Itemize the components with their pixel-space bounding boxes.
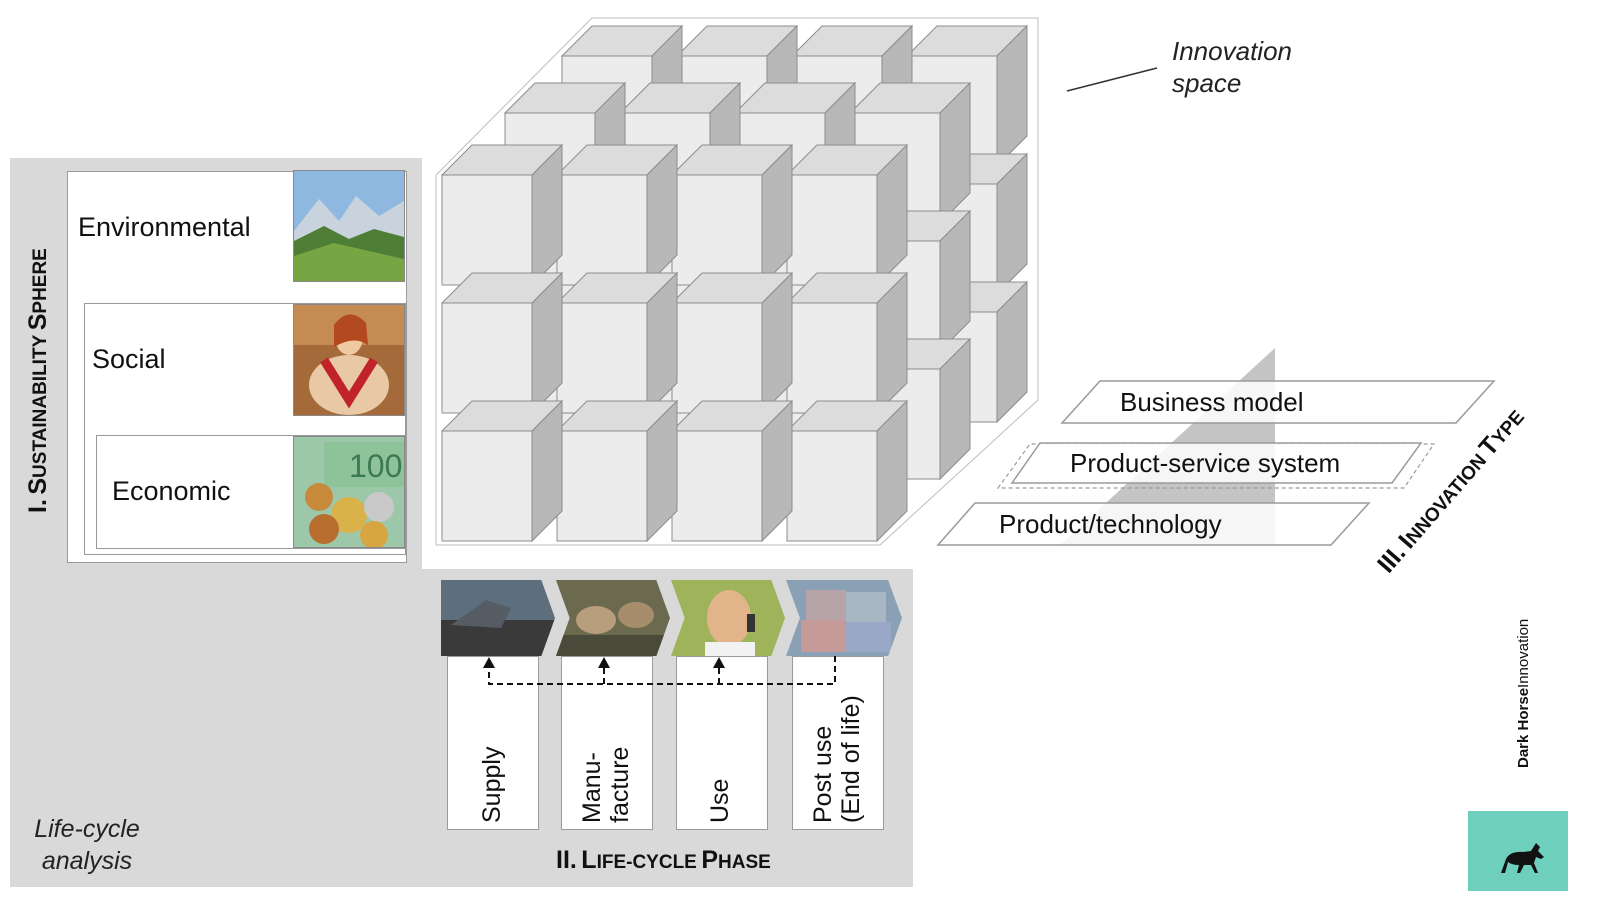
sphere-label-environmental: Environmental: [78, 212, 251, 242]
cube-cell-front: [671, 430, 763, 542]
cube-cell-front: [441, 174, 533, 286]
lifecycle-analysis-line2: analysis: [41, 847, 133, 875]
factory-workers-photo: [556, 580, 670, 656]
title-initial: L: [581, 846, 597, 874]
cartoon-figure-photo: [293, 304, 405, 416]
innovation-space-label-line1: Innovation: [1172, 36, 1292, 66]
plane-product-technology: [936, 502, 1371, 546]
title-initial: P: [701, 846, 718, 874]
sphere-label-social: Social: [92, 344, 166, 374]
cube-cell-front: [441, 430, 533, 542]
innovation-level-product-technology: Product/technology: [999, 509, 1222, 539]
cube-cell-front: [671, 302, 763, 414]
lifecycle-phase-title: II. LIFE-CYCLE PHASE: [556, 846, 771, 875]
cube-cell-front: [786, 430, 878, 542]
alpine-valley-photo: [293, 170, 405, 282]
brand-name-bold: Dark Horse: [1515, 687, 1532, 768]
cube-cell-front: [556, 174, 648, 286]
innovation-space-label: Innovation space: [1172, 35, 1292, 99]
brand-name-regular: Innovation: [1515, 618, 1532, 688]
horse-icon: [1501, 843, 1544, 873]
man-on-phone-photo: [671, 580, 785, 656]
euro-coins-photo: 100: [293, 436, 405, 548]
lifecycle-analysis-label: Life-cycle analysis: [22, 813, 152, 877]
title-roman: II.: [556, 846, 577, 874]
cube-cell-front: [556, 302, 648, 414]
innovation-level-business-model: Business model: [1120, 387, 1304, 417]
title-rest: HASE: [718, 852, 771, 873]
mining-excavator-photo: [441, 580, 555, 656]
brand-logo: [1468, 811, 1568, 891]
plane-pss-outer: [996, 443, 1436, 489]
cube-cell-front: [786, 174, 878, 286]
sphere-label-economic: Economic: [112, 476, 231, 506]
plane-product-service-system: [1010, 442, 1423, 484]
recycling-bales-photo: [786, 580, 902, 656]
brand-wordmark: Dark HorseInnovation: [1515, 619, 1532, 768]
innovation-space-label-line2: space: [1172, 68, 1242, 98]
svg-text:100: 100: [349, 448, 402, 484]
plane-business-model: [1060, 380, 1496, 424]
lifecycle-analysis-line1: Life-cycle: [34, 815, 140, 843]
title-rest: IFE-CYCLE: [596, 852, 697, 873]
cube-cell-front: [441, 302, 533, 414]
innovation-level-product-service-system: Product-service system: [1070, 448, 1341, 478]
innovation-space-pointer: [1066, 67, 1158, 92]
